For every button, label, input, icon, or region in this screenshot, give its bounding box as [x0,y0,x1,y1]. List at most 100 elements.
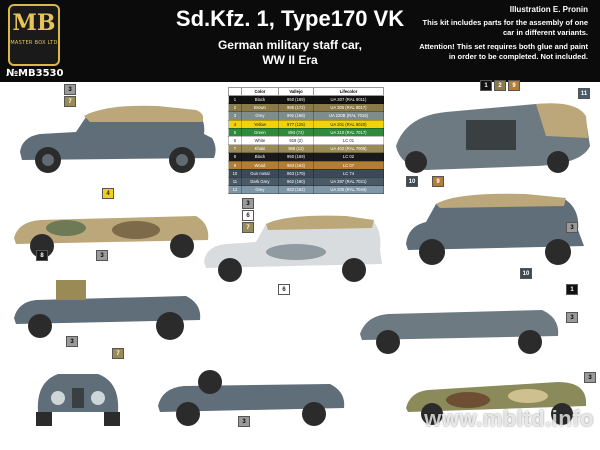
callout-tag: 1 [480,80,492,91]
table-cell-n: 6 [228,135,242,146]
table-cell-life: UA 307 (RAL 9011) [312,94,385,105]
table-cell-life: LC 01 [312,135,385,146]
callout-tag: 6 [242,210,254,221]
page-title: Sd.Kfz. 1, Type170 VK [175,6,405,31]
table-cell-life: LC 07 [312,160,385,170]
col-header-number [228,87,242,96]
table-cell-name: Yellow [240,119,280,129]
callout-tag: 3 [238,416,250,427]
callout-tag: 10 [520,268,532,279]
table-cell-n: 1 [228,94,242,105]
car-illustration-side-right-open [360,310,559,354]
website-watermark: www.mbltd.info [424,406,594,431]
callout-tag: 3 [66,336,78,347]
page-subtitle: German military staff car, WW II Era [110,38,470,68]
table-cell-name: Green [240,127,280,137]
table-cell-n: 10 [228,168,242,178]
kit-contents-note: This kit includes parts for the assembly… [422,18,588,37]
table-cell-vallejo: 950 (169) [278,152,314,162]
col-header-color: Color [240,87,280,96]
table-cell-life: LC 02 [312,152,385,162]
table-cell-name: Grey [240,111,280,121]
table-cell-n: 9 [228,160,242,170]
subtitle-line-2: WW II Era [262,53,318,67]
table-cell-name: White [240,135,280,146]
table-cell-vallejo: 985 (172) [278,103,314,113]
callout-tag: 3 [566,312,578,323]
logo-subtext: MASTER BOX LTD [10,40,58,46]
car-illustration-side-open-grey [14,280,201,340]
table-cell-vallejo: 988 (13) [278,144,314,154]
callout-tag: 3 [584,372,596,383]
car-illustration-side-left-canvas-top [20,105,216,173]
car-illustration-top-view-open [396,103,590,173]
callout-tag: 3 [242,198,254,209]
table-cell-n: 4 [228,119,242,129]
table-cell-life: UA 210 (RAL 7017) [312,127,385,137]
callout-tag: 7 [64,96,76,107]
callout-tag: 10 [406,176,418,187]
brand-logo: MB MASTER BOX LTD [8,4,60,66]
header-bar: MB MASTER BOX LTD №MB3530 Sd.Kfz. 1, Typ… [0,0,600,82]
table-cell-name: Wood [240,160,280,170]
table-cell-n: 5 [228,127,242,137]
col-header-vallejo: Vallejo [278,87,314,96]
logo-mark: MB [12,10,56,36]
table-cell-life: UA 201 (RAL 8020) [312,119,385,129]
callout-tag: 7 [242,222,254,233]
table-cell-vallejo: 977 (125) [278,119,314,129]
callout-tag: 11 [578,88,590,99]
car-illustration-front-three-quarter [406,193,584,265]
table-cell-name: Dark Grey [240,176,280,187]
table-cell-n: 8 [228,152,242,162]
attention-note: Attention! This set requires both glue a… [419,42,588,61]
table-cell-name: Black [240,94,280,105]
table-header-row: Color Vallejo Lifecolor [228,87,385,96]
subtitle-line-1: German military staff car, [217,38,363,52]
illustration-credit: Illustration E. Pronin [509,5,588,14]
callout-tag: 9 [508,80,520,91]
kit-code: №MB3530 [6,68,64,79]
table-cell-life: UA 305 (RAL 8017) [312,103,385,113]
table-cell-life: UA 402 (RAL 7008) [312,144,385,154]
callout-tag: 3 [64,84,76,95]
table-cell-vallejo: 992 (168) [278,111,314,121]
table-cell-n: 7 [228,144,242,154]
table-cell-vallejo: 919 (2) [278,135,314,146]
callout-tag: 6 [278,284,290,295]
car-illustration-winter-whitewash [204,215,382,282]
car-illustration-front-view [36,374,120,426]
table-cell-n: 12 [228,185,242,195]
callout-tag: 7 [112,348,124,359]
car-illustration-camouflage-canvas-top [406,382,587,425]
table-cell-life: UA 220B (RAL 7016) [312,111,385,121]
table-cell-n: 3 [228,111,242,121]
table-cell-name: Grey [240,185,280,195]
table-cell-name: Khaki [240,144,280,154]
table-cell-name: Brown [240,103,280,113]
table-cell-life: LC 74 [312,168,385,178]
table-cell-life: UA 205 (RAL 7044) [312,185,385,195]
table-cell-vallejo: 893 (72) [278,127,314,137]
callout-tag: 9 [432,176,444,187]
table-cell-name: Black [240,152,280,162]
table-cell-n: 11 [228,176,242,187]
callout-tag: 2 [494,80,506,91]
callout-tag: 3 [566,222,578,233]
callout-tag: 1 [566,284,578,295]
table-cell-life: UA 287 (RAL 7021) [312,176,385,187]
callout-tag: 3 [96,250,108,261]
car-illustration-camouflage-open [14,216,209,258]
